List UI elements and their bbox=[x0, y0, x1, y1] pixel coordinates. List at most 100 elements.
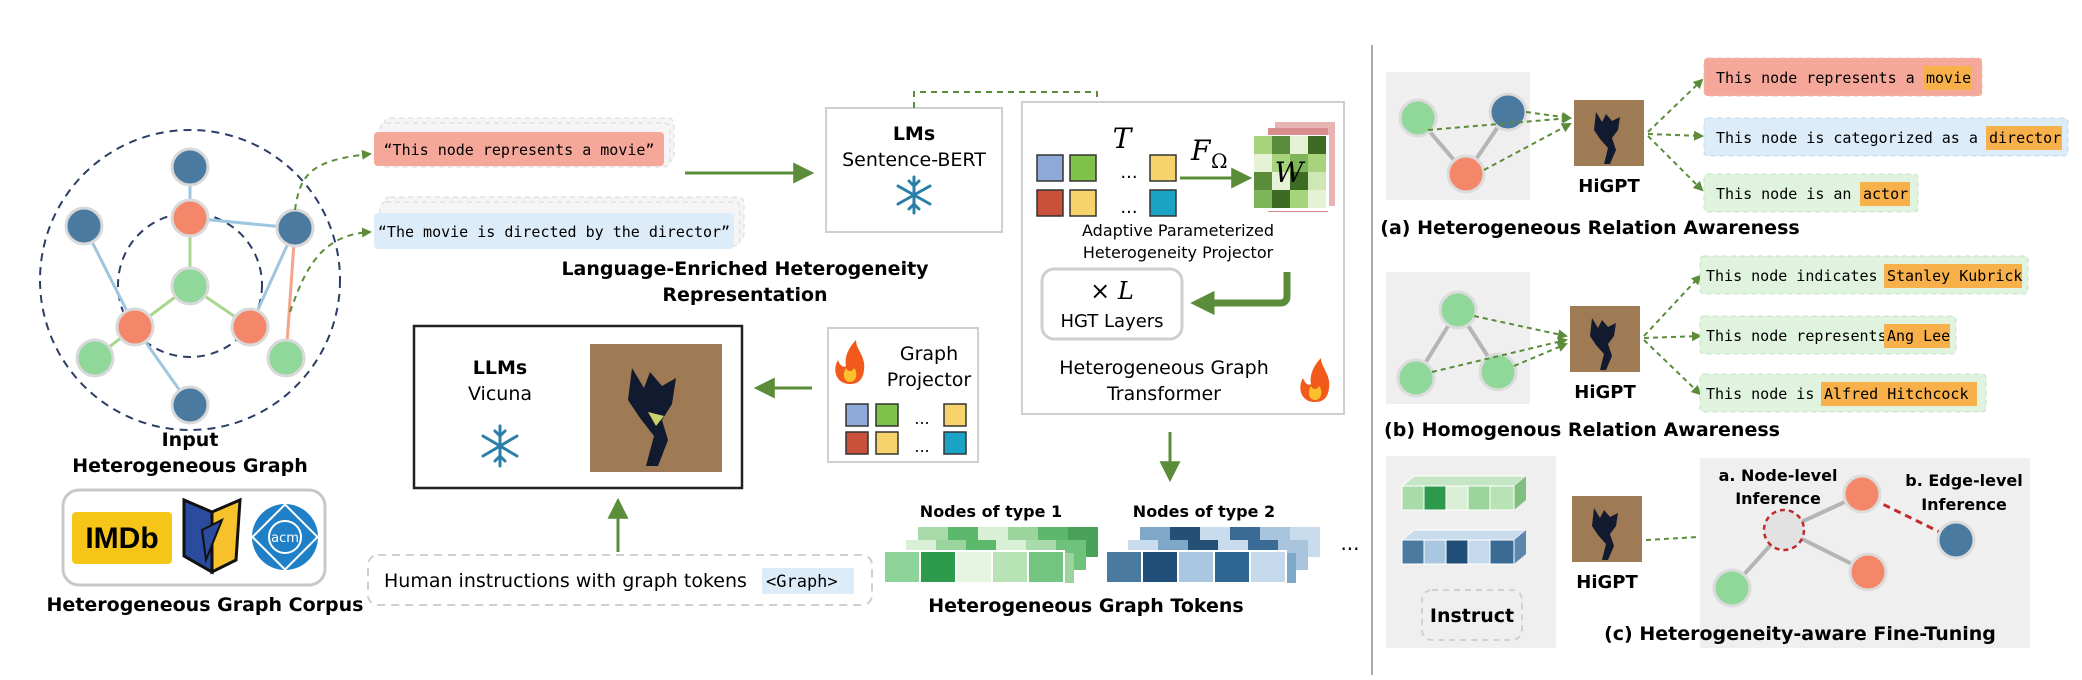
panel-c-higpt-label: HiGPT bbox=[1576, 572, 1638, 593]
graph-node-green bbox=[170, 266, 210, 306]
edge-level-line2: Inference bbox=[1921, 495, 2007, 514]
panel-a: HiGPT This node represents a movie This … bbox=[1380, 57, 2069, 239]
panel-b-out2-prefix: This node represents bbox=[1706, 327, 1887, 345]
type2-token-stack bbox=[1105, 527, 1320, 584]
type1-label: Nodes of type 1 bbox=[920, 502, 1062, 521]
panel-b-out3-highlight: Alfred Hitchcock bbox=[1824, 385, 1969, 403]
hgt-caption-line2: Transformer bbox=[1106, 383, 1221, 405]
hgt-dots: ... bbox=[1120, 197, 1137, 218]
graph-token: <Graph> bbox=[766, 572, 838, 592]
panel-a-out3-prefix: This node is an bbox=[1716, 185, 1851, 203]
node-level-line1: a. Node-level bbox=[1719, 466, 1838, 485]
panel-c-caption: (c) Heterogeneity-aware Fine-Tuning bbox=[1604, 623, 1996, 645]
hgt-layers-label: HGT Layers bbox=[1060, 311, 1163, 332]
input-graph: Input Heterogeneous Graph bbox=[39, 129, 341, 477]
panel-b-out2-highlight: Ang Lee bbox=[1887, 327, 1950, 345]
node-level-line2: Inference bbox=[1735, 489, 1821, 508]
panel-b-out1-highlight: Stanley Kubrick bbox=[1887, 267, 2022, 285]
panel-b-out3-prefix: This node is bbox=[1706, 385, 1814, 403]
panel-b-higpt-label: HiGPT bbox=[1574, 382, 1636, 403]
panel-c-green-tokens bbox=[1400, 475, 1528, 511]
unknown-node bbox=[1762, 508, 1806, 552]
higpt-logo-icon bbox=[1572, 496, 1642, 562]
hgt-layers-box bbox=[1040, 267, 1184, 341]
projector-line1: Adaptive Parameterized bbox=[1082, 221, 1274, 240]
panel-a-higpt-label: HiGPT bbox=[1578, 176, 1640, 197]
movie-text-box bbox=[374, 132, 664, 166]
graph-to-movie-text-arrow bbox=[294, 149, 372, 211]
fire-icon bbox=[1300, 358, 1330, 402]
tokens-caption: Heterogeneous Graph Tokens bbox=[928, 595, 1243, 617]
panel-a-output-2 bbox=[1703, 117, 2069, 157]
projector-dots: ... bbox=[914, 409, 929, 428]
graph-node-blue bbox=[64, 206, 104, 246]
instruct-box bbox=[1421, 589, 1523, 641]
panel-a-output-1 bbox=[1703, 57, 1983, 97]
lang-repr-line2: Representation bbox=[662, 284, 827, 306]
text-descriptions: “This node represents a movie” “The movi… bbox=[374, 117, 745, 249]
imdb-label: IMDb bbox=[85, 522, 158, 555]
graph-projector-line2: Projector bbox=[887, 369, 972, 391]
higpt-logo-icon bbox=[1570, 306, 1640, 372]
panel-a-out2-highlight: director bbox=[1989, 129, 2061, 147]
graph-tokens: Nodes of type 1 Nodes of type 2 ... Hete… bbox=[883, 502, 1360, 617]
snowflake-icon bbox=[896, 175, 932, 215]
movie-text: “This node represents a movie” bbox=[384, 141, 655, 159]
lms-subtitle: Sentence-BERT bbox=[842, 149, 986, 171]
instructions-text: Human instructions with graph tokens bbox=[384, 570, 747, 592]
llms-title: LLMs bbox=[473, 357, 527, 379]
imdb-logo bbox=[72, 512, 172, 564]
panel-a-out1-highlight: movie bbox=[1926, 69, 1971, 87]
graph-node-green bbox=[266, 338, 306, 378]
panel-c-blue-tokens bbox=[1400, 529, 1528, 565]
graph-corpus: IMDb acm Heterogeneous Graph Corpus bbox=[47, 488, 364, 616]
type2-label: Nodes of type 2 bbox=[1133, 502, 1275, 521]
llms-subtitle: Vicuna bbox=[468, 383, 532, 405]
f-symbol: F bbox=[1190, 134, 1212, 167]
graph-node-orange bbox=[115, 307, 155, 347]
t-symbol: T bbox=[1113, 122, 1134, 155]
instructions-box: Human instructions with graph tokens <Gr… bbox=[367, 554, 873, 606]
graph-node-orange bbox=[230, 307, 270, 347]
f-subscript: Ω bbox=[1211, 149, 1228, 173]
director-text: “The movie is directed by the director” bbox=[378, 223, 730, 241]
llms-box: LLMs Vicuna bbox=[412, 324, 744, 490]
higpt-logo-icon bbox=[1574, 100, 1644, 166]
panel-a-caption: (a) Heterogeneous Relation Awareness bbox=[1380, 217, 1799, 239]
lms-title: LMs bbox=[893, 123, 935, 145]
times-l: × L bbox=[1090, 277, 1134, 305]
hgt-loop-arrow bbox=[1190, 272, 1291, 316]
panel-c: Instruct HiGPT a. Node-level Inference b… bbox=[1386, 456, 2030, 648]
input-graph-title: Input bbox=[162, 429, 219, 451]
input-graph-subtitle: Heterogeneous Graph bbox=[72, 455, 308, 477]
projector-dots: ... bbox=[914, 437, 929, 456]
instruct-label: Instruct bbox=[1430, 605, 1514, 627]
panel-a-out3-highlight: actor bbox=[1863, 185, 1908, 203]
panel-b-caption: (b) Homogenous Relation Awareness bbox=[1384, 419, 1780, 441]
graph-node-orange bbox=[170, 198, 210, 238]
panel-b-out1-prefix: This node indicates bbox=[1706, 267, 1878, 285]
graph-projector-box: Graph Projector ... ... bbox=[827, 327, 979, 463]
graph-node-blue bbox=[170, 385, 210, 425]
panel-a-out2-prefix: This node is categorized as a bbox=[1716, 129, 1978, 147]
hgt-box: T ... ... F Ω bbox=[1021, 101, 1345, 415]
type1-token-stack bbox=[883, 527, 1098, 584]
higpt-logo-icon bbox=[590, 344, 722, 472]
snowflake-icon bbox=[481, 424, 519, 468]
hgt-dots: ... bbox=[1120, 162, 1137, 183]
corpus-caption: Heterogeneous Graph Corpus bbox=[47, 594, 364, 616]
graph-projector-line1: Graph bbox=[900, 343, 958, 365]
edge-level-line1: b. Edge-level bbox=[1905, 471, 2023, 490]
graph-node-blue bbox=[275, 208, 315, 248]
acm-label: acm bbox=[271, 531, 299, 546]
director-text-box bbox=[374, 213, 734, 249]
graph-node-blue bbox=[170, 147, 210, 187]
graph-to-director-text-arrow bbox=[289, 227, 372, 313]
graph-node-green bbox=[75, 338, 115, 378]
panel-a-out1-prefix: This node represents a bbox=[1716, 69, 1915, 87]
fire-icon bbox=[835, 340, 865, 384]
hgt-caption-line1: Heterogeneous Graph bbox=[1059, 357, 1269, 379]
tokens-ellipsis: ... bbox=[1340, 531, 1359, 555]
projector-line2: Heterogeneity Projector bbox=[1083, 243, 1274, 262]
